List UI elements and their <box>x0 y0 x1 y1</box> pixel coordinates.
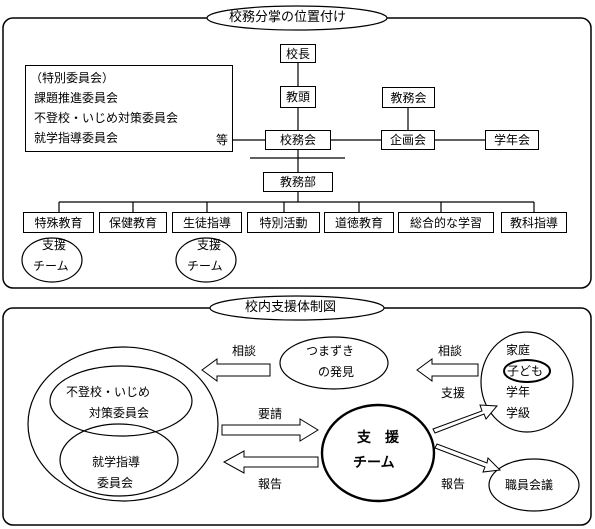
report-label-right: 報告 <box>441 477 466 491</box>
academic-affairs-meeting-box: 教務会 <box>382 87 435 108</box>
grade-meeting-box: 学年会 <box>485 130 539 150</box>
support-team-circle <box>320 403 436 503</box>
dept-special-education: 特殊教育 <box>23 212 94 233</box>
antibullying-text-1: 不登校・いじめ <box>66 385 151 399</box>
stumble-text-1: つまずき <box>306 344 355 358</box>
staff-meeting-circle <box>488 458 580 512</box>
dept-moral-education: 道徳教育 <box>324 212 394 233</box>
title-oval-2 <box>209 295 385 321</box>
section2-title: 校内支援体制図 <box>245 300 337 315</box>
support-team-text-1: 支 援 <box>357 430 399 446</box>
support-team-circle-1 <box>21 237 83 283</box>
home-text: 家庭 <box>506 343 531 357</box>
dept-integrated-study: 総合的な学習 <box>398 212 494 233</box>
request-label: 要請 <box>258 407 283 421</box>
guidance-text-1: 就学指導 <box>92 455 141 469</box>
consult-label-left: 相談 <box>232 344 257 358</box>
special-committee-item: 就学指導委員会 <box>34 131 119 145</box>
vice-principal-box: 教頭 <box>280 86 316 108</box>
school-affairs-committee-box: 校務会 <box>265 130 331 150</box>
dept-subject-guidance: 教科指導 <box>501 212 567 233</box>
antibullying-text-2: 対策委員会 <box>89 406 150 420</box>
support-team-label-2b: チーム <box>187 259 223 273</box>
support-label: 支援 <box>441 386 466 400</box>
dept-special-activities: 特別活動 <box>247 212 320 233</box>
committee-outer-circle <box>27 346 219 502</box>
section1-title: 校務分掌の位置付け <box>229 10 347 25</box>
special-committees-heading: （特別委員会） <box>30 71 115 85</box>
grade-text: 学年 <box>506 385 531 399</box>
stumble-circle <box>279 336 389 390</box>
support-team-label-1a: 支援 <box>42 238 67 252</box>
support-team-label-1b: チーム <box>33 259 69 273</box>
consult-label-right: 相談 <box>438 344 463 358</box>
child-text: 子ども <box>507 364 544 378</box>
special-committees-etc: 等 <box>215 133 228 147</box>
hollow-arrows <box>201 358 502 474</box>
guidance-circle <box>59 423 179 497</box>
dept-student-guidance: 生徒指導 <box>172 212 242 233</box>
academic-affairs-dept-box: 教務部 <box>263 172 333 192</box>
org-chart-lines <box>58 62 535 212</box>
support-team-circle-2 <box>175 237 237 283</box>
title-oval-1 <box>206 5 388 31</box>
special-committee-item: 不登校・いじめ対策委員会 <box>34 111 179 125</box>
stumble-text-2: の発見 <box>318 365 355 379</box>
guidance-text-2: 委員会 <box>97 476 134 490</box>
child-circle <box>503 359 551 383</box>
principal-box: 校長 <box>280 44 316 63</box>
planning-committee-box: 企画会 <box>381 130 435 150</box>
dept-health-education: 保健教育 <box>99 212 167 233</box>
staff-meeting-text: 職員会議 <box>505 478 554 492</box>
class-text: 学級 <box>506 406 531 420</box>
special-committee-item: 課題推進委員会 <box>34 91 119 105</box>
special-committees-box: （特別委員会） 課題推進委員会 不登校・いじめ対策委員会 就学指導委員会 等 <box>25 65 233 152</box>
home-circle <box>480 331 574 433</box>
support-team-label-2a: 支援 <box>197 238 222 252</box>
report-label-left: 報告 <box>258 477 283 491</box>
antibullying-circle <box>49 365 193 437</box>
support-team-text-2: チーム <box>353 455 395 471</box>
